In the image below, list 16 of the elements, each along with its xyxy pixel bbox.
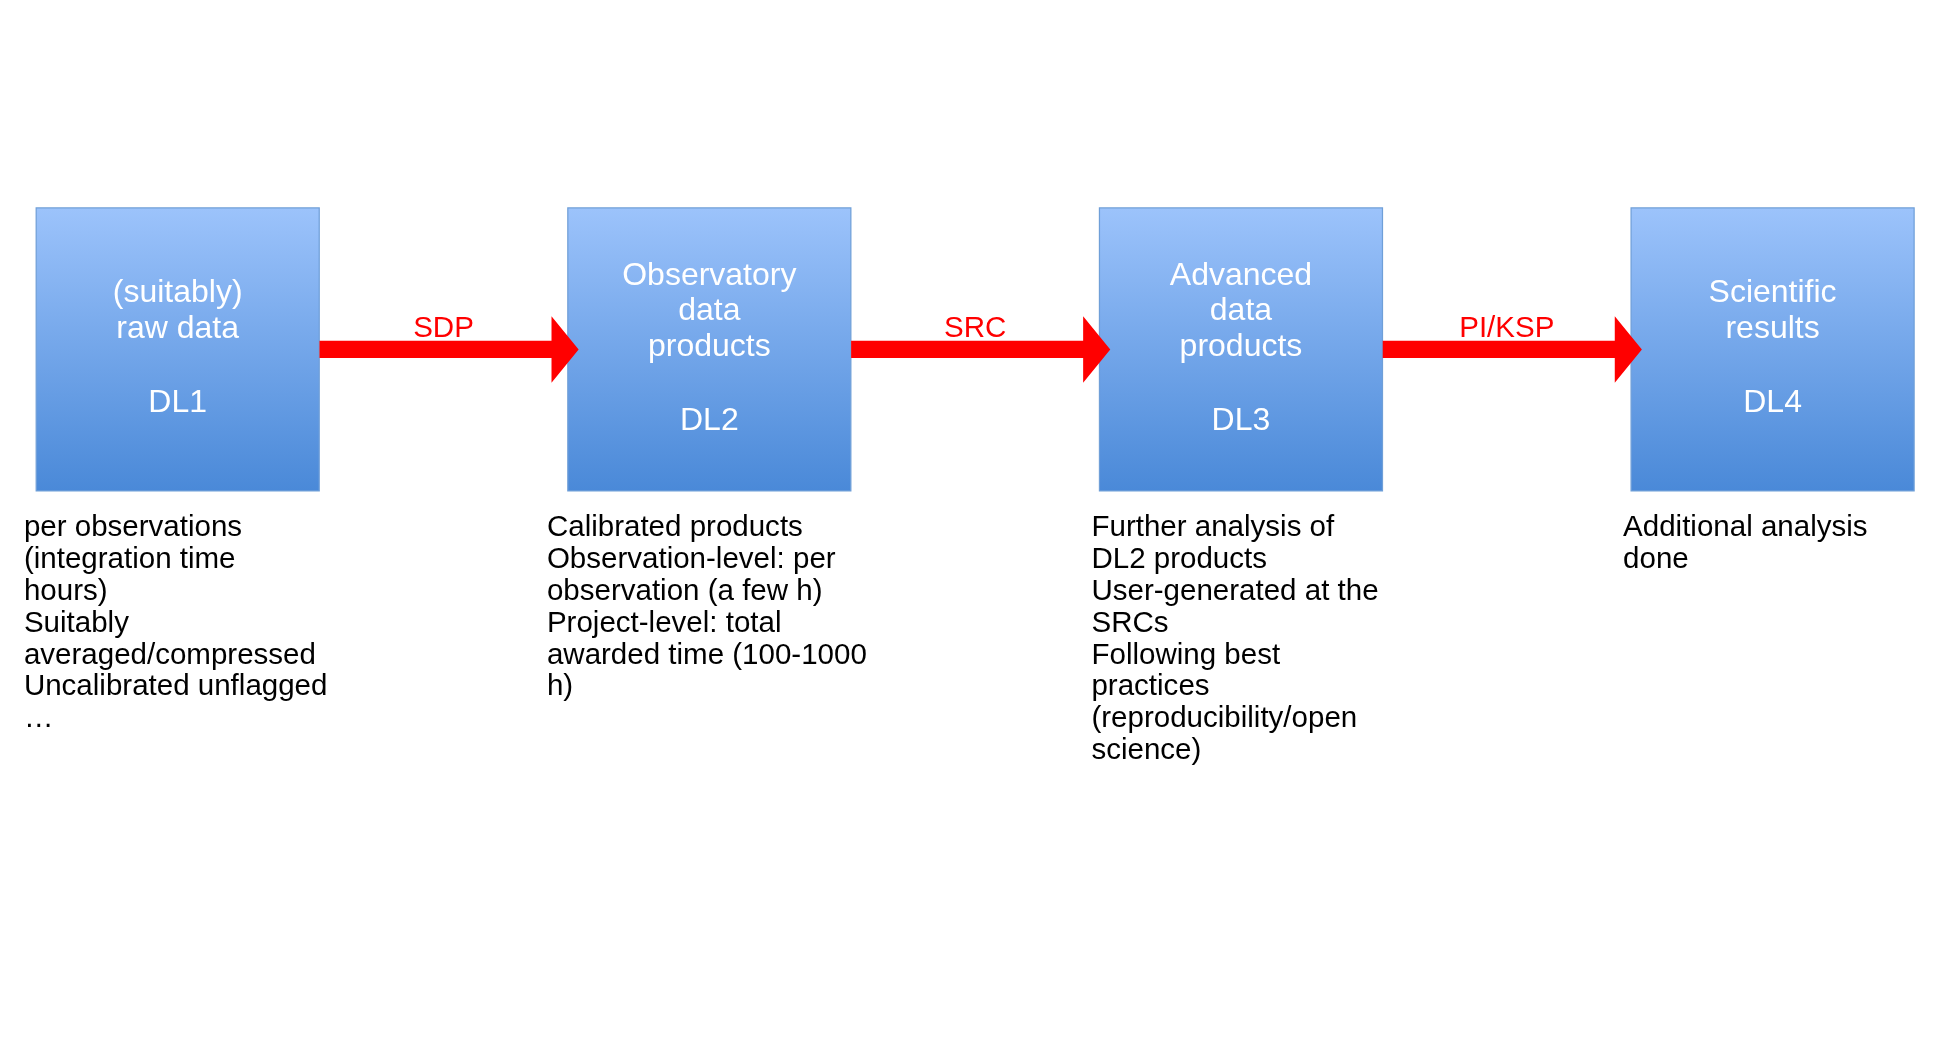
node-label: … bbox=[23, 699, 54, 733]
node-box: Advanced data products DL3 bbox=[1098, 206, 1384, 492]
edge-label: SRC bbox=[943, 309, 1007, 343]
edge-label: PI/KSP bbox=[1459, 309, 1555, 343]
arrow bbox=[1382, 315, 1642, 383]
node-box: (suitably) raw data DL1 bbox=[35, 206, 320, 492]
arrow bbox=[319, 315, 579, 383]
node-label: Following best practices (reproducibility/open science) bbox=[1091, 636, 1358, 765]
node-label: Calibrated products bbox=[546, 508, 803, 542]
node-label: per observations (integration time hours) bbox=[23, 508, 243, 606]
node-label: Further analysis of DL2 products bbox=[1091, 508, 1335, 574]
edge-label: SDP bbox=[413, 309, 474, 343]
node-box: Observatory data products DL2 bbox=[567, 206, 852, 492]
node-label: Additional analysis done bbox=[1623, 508, 1868, 574]
node-box: Scientific results DL4 bbox=[1630, 206, 1915, 492]
arrow bbox=[851, 315, 1111, 383]
